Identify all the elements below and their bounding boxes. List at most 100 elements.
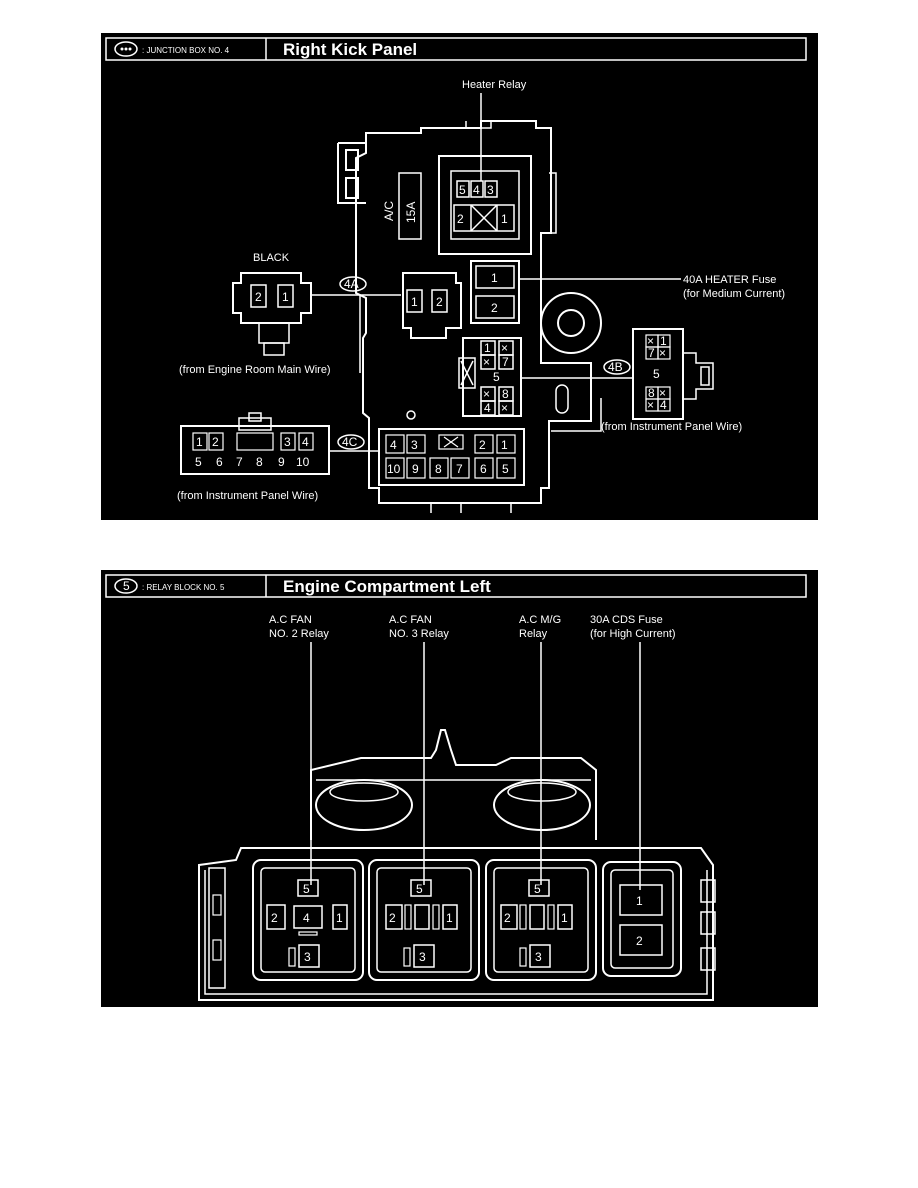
connector-4b-x3: × [659, 386, 666, 400]
socket-4b-pin-1: 1 [484, 341, 491, 355]
fuse-label-line1: 30A CDS Fuse [590, 614, 663, 626]
socket-4c-pin-2: 2 [479, 438, 486, 452]
ac-15a-fuse: A/C 15A [382, 172, 422, 240]
relay3-pin-2: 2 [504, 911, 511, 925]
connector-4c-tag [337, 434, 365, 450]
relay2-label-line2: NO. 3 Relay [389, 628, 449, 640]
connector-4a-pin-2: 2 [255, 290, 262, 304]
heater-relay-pin-1: 1 [501, 212, 508, 226]
socket-4b-x4: × [501, 401, 508, 415]
junction-box-icon [114, 41, 138, 57]
socket-4c-pin-10: 10 [387, 462, 401, 476]
relay1-label-line1: A.C FAN [269, 614, 312, 626]
relay-block-icon [114, 578, 138, 594]
connector-4c-tag-text: 4C [342, 435, 358, 449]
junction-box-4-diagram: : JUNCTION BOX NO. 4 Right Kick Panel He… [101, 33, 818, 520]
connector-4a: BLACK 2 1 4A (from Engine Room Main Wire… [179, 252, 401, 376]
relay-block-icon-text: 5 [123, 579, 130, 593]
socket-4b-x3: × [483, 387, 490, 401]
socket-4c: 4 3 2 1 10 9 8 7 6 5 [378, 428, 525, 486]
instrument-panel-c-label: (from Instrument Panel Wire) [177, 490, 318, 502]
panel1-title: Right Kick Panel [283, 40, 417, 59]
socket-4c-pin-8: 8 [435, 462, 442, 476]
connector-4c: 1 2 3 4 5 6 7 8 9 10 4C (from Instrument… [177, 412, 379, 502]
engine-room-main-label: (from Engine Room Main Wire) [179, 364, 331, 376]
relay2-pin-3: 3 [419, 950, 426, 964]
connector-4c-pin-8: 8 [256, 455, 263, 469]
panel2-title: Engine Compartment Left [283, 577, 491, 596]
relay3-pin-3: 3 [535, 950, 542, 964]
socket-4b-x1: × [501, 341, 508, 355]
socket-4c-pin-5: 5 [502, 462, 509, 476]
relay1-pin-5: 5 [303, 882, 310, 896]
socket-4a: 1 2 [402, 272, 462, 339]
connector-4c-pin-7: 7 [236, 455, 243, 469]
connector-4b-pin-7: 7 [648, 346, 655, 360]
heater-relay-pin-5: 5 [459, 183, 466, 197]
heater-40a-fuse: 1 2 40A HEATER Fuse (for Medium Current) [470, 260, 785, 324]
connector-4a-tag [339, 276, 367, 292]
relay1-pin-4: 4 [303, 911, 310, 925]
relay-block-5-diagram: 5 : RELAY BLOCK NO. 5 Engine Compartment… [101, 570, 818, 1007]
socket-4a-pin-1: 1 [411, 295, 418, 309]
relay1-pin-3: 3 [304, 950, 311, 964]
connector-4b-pin-4: 4 [660, 398, 667, 412]
connector-4a-pin-1: 1 [282, 290, 289, 304]
junction-box-outline [355, 120, 592, 504]
heater-relay-label: Heater Relay [462, 79, 527, 91]
relay2-label-line1: A.C FAN [389, 614, 432, 626]
socket-4c-pin-3: 3 [411, 438, 418, 452]
ac-fuse-name: A/C [382, 201, 396, 221]
socket-4b-pin-7: 7 [502, 355, 509, 369]
cds-fuse-pin-2: 2 [636, 934, 643, 948]
connector-4c-pin-5: 5 [195, 455, 202, 469]
connector-4b-tag-text: 4B [608, 360, 623, 374]
socket-4b-pin-4: 4 [484, 401, 491, 415]
socket-4b-x2: × [483, 355, 490, 369]
socket-4c-pin-4: 4 [390, 438, 397, 452]
relay-ac-mg: 5 2 1 3 [485, 859, 597, 981]
connector-4b-pin-8: 8 [648, 386, 655, 400]
connector-4c-pin-6: 6 [216, 455, 223, 469]
heater-relay-pin-4: 4 [473, 183, 480, 197]
heater-fuse-label: 40A HEATER Fuse [683, 274, 776, 286]
socket-4b-pin-8: 8 [502, 387, 509, 401]
heater-fuse-pin-2: 2 [491, 301, 498, 315]
heater-relay: Heater Relay 5 4 3 2 1 [438, 79, 532, 255]
relay3-pin-5: 5 [534, 882, 541, 896]
relay3-label-line1: A.C M/G [519, 614, 561, 626]
connector-4a-color-label: BLACK [253, 252, 290, 264]
panel1-header: : JUNCTION BOX NO. 4 Right Kick Panel [105, 37, 807, 61]
relay1-pin-1: 1 [336, 911, 343, 925]
heater-fuse-sublabel: (for Medium Current) [683, 288, 785, 300]
cds-fuse-pin-1: 1 [636, 894, 643, 908]
heater-fuse-pin-1: 1 [491, 271, 498, 285]
relay1-label-line2: NO. 2 Relay [269, 628, 329, 640]
socket-4c-pin-9: 9 [412, 462, 419, 476]
relay-ac-fan-no2: 5 2 4 1 3 [252, 859, 364, 981]
connector-4a-tag-text: 4A [344, 277, 359, 291]
connector-4c-pin-10: 10 [296, 455, 310, 469]
junction-box-code: : JUNCTION BOX NO. 4 [142, 46, 230, 55]
relay2-pin-5: 5 [416, 882, 423, 896]
heater-relay-pin-2: 2 [457, 212, 464, 226]
relay-block-body [198, 847, 714, 1001]
connector-4b-x1: × [647, 334, 654, 348]
connector-4b-pin-1: 1 [660, 334, 667, 348]
connector-4b-x4: × [647, 398, 654, 412]
junction-box-4-svg: : JUNCTION BOX NO. 4 Right Kick Panel He… [105, 37, 807, 513]
fuse-label-line2: (for High Current) [590, 628, 676, 640]
cds-30a-fuse: 1 2 [602, 861, 682, 977]
relay1-pin-2: 2 [271, 911, 278, 925]
relay3-pin-1: 1 [561, 911, 568, 925]
connector-4b-pin-5: 5 [653, 367, 660, 381]
relay2-pin-2: 2 [389, 911, 396, 925]
socket-4c-pin-7: 7 [456, 462, 463, 476]
relay-ac-fan-no3: 5 2 1 3 [368, 859, 480, 981]
connector-4c-pin-9: 9 [278, 455, 285, 469]
connector-4c-pin-1: 1 [196, 435, 203, 449]
socket-4b: 1 × × 7 5 × 8 4 × 4B [458, 337, 633, 417]
panel2-header: 5 : RELAY BLOCK NO. 5 Engine Compartment… [105, 574, 807, 598]
connector-4b: × 1 7 × 5 8 × × 4 (from Instrument Panel… [551, 328, 742, 433]
instrument-panel-b-label: (from Instrument Panel Wire) [601, 421, 742, 433]
